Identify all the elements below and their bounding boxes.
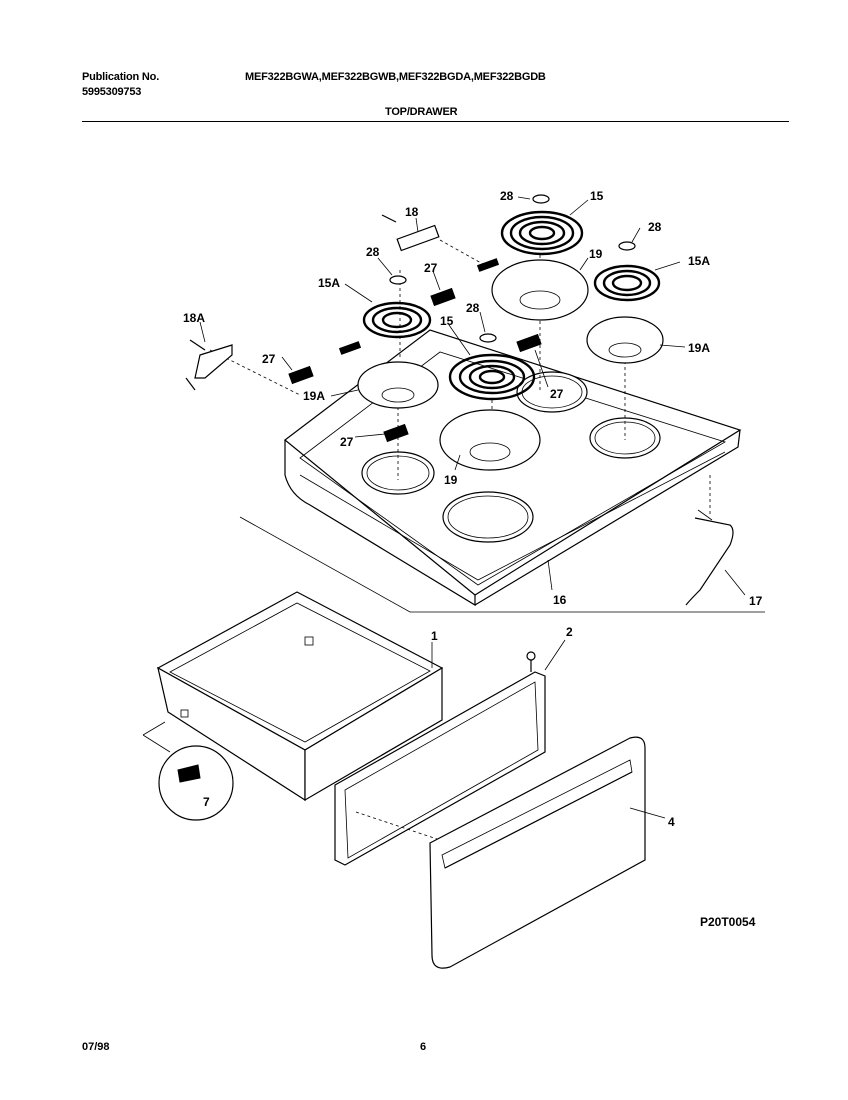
callout-18A: 18A bbox=[183, 311, 205, 325]
callout-19A: 19A bbox=[303, 389, 325, 403]
footer-date: 07/98 bbox=[82, 1041, 110, 1053]
trim-ring-28 bbox=[389, 194, 636, 343]
callout-15A: 15A bbox=[688, 254, 710, 268]
surface-element-15-front bbox=[448, 353, 536, 401]
callout-28: 28 bbox=[466, 301, 480, 315]
callout-4: 4 bbox=[668, 815, 675, 829]
surface-element-15-rear bbox=[500, 210, 584, 256]
drawer-panel-2 bbox=[334, 651, 546, 866]
callout-labels: 28 15 18 28 19 15A 28 27 15A 28 15 18A 1… bbox=[183, 189, 763, 829]
surface-element-15A-left bbox=[362, 301, 432, 339]
model-numbers: MEF322BGWA,MEF322BGWB,MEF322BGDA,MEF322B… bbox=[245, 71, 546, 83]
callout-7: 7 bbox=[203, 795, 210, 809]
surface-element-15A-right bbox=[593, 264, 661, 302]
callout-27: 27 bbox=[340, 435, 354, 449]
callout-1: 1 bbox=[431, 629, 438, 643]
drawer-front-4 bbox=[429, 736, 646, 969]
callout-19: 19 bbox=[589, 247, 603, 261]
figure-code: P20T0054 bbox=[700, 915, 756, 929]
callout-18: 18 bbox=[405, 205, 419, 219]
callout-17: 17 bbox=[749, 594, 763, 608]
wire-harness-17 bbox=[685, 509, 734, 606]
drawer-stop-7-inset bbox=[142, 721, 234, 821]
callout-16: 16 bbox=[553, 593, 567, 607]
page-number: 6 bbox=[420, 1041, 427, 1053]
callout-15A: 15A bbox=[318, 276, 340, 290]
bracket-18A bbox=[185, 339, 233, 391]
receptacle-27 bbox=[288, 258, 542, 443]
drip-pan-19-front bbox=[439, 409, 541, 471]
callout-27: 27 bbox=[262, 352, 276, 366]
drip-pan-19A-right bbox=[586, 316, 664, 364]
callout-15: 15 bbox=[590, 189, 604, 203]
callout-2: 2 bbox=[566, 625, 573, 639]
callout-28: 28 bbox=[366, 245, 380, 259]
top-group-bracket bbox=[239, 516, 765, 613]
callout-19A: 19A bbox=[688, 341, 710, 355]
callout-19: 19 bbox=[444, 473, 458, 487]
bracket-18 bbox=[381, 214, 440, 252]
header-rule bbox=[82, 121, 789, 122]
leader-lines bbox=[199, 196, 746, 819]
callout-28: 28 bbox=[500, 189, 514, 203]
callout-27: 27 bbox=[550, 387, 564, 401]
drawer-1 bbox=[156, 591, 444, 802]
section-title: TOP/DRAWER bbox=[385, 106, 458, 118]
callout-15: 15 bbox=[440, 314, 454, 328]
drip-pan-19-rear bbox=[491, 259, 589, 321]
callout-28: 28 bbox=[648, 220, 662, 234]
drip-pan-19A-left bbox=[357, 361, 439, 409]
callout-27: 27 bbox=[424, 261, 438, 275]
publication-number: 5995309753 bbox=[82, 86, 142, 98]
publication-label: Publication No. bbox=[82, 71, 160, 83]
